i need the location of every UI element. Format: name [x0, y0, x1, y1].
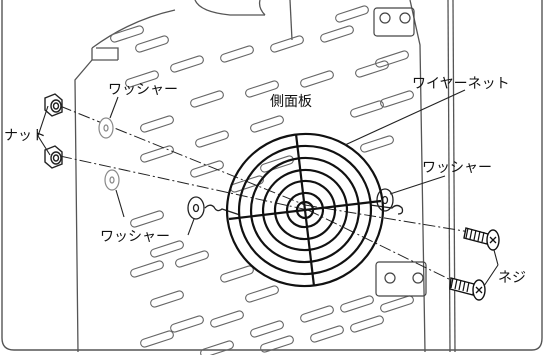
panel-slot [175, 250, 209, 268]
panel-slot [350, 315, 384, 333]
panel-slot [125, 70, 159, 88]
label-wire-net: ワイヤーネット [412, 76, 510, 92]
nut-lower [44, 145, 63, 169]
panel-slot [150, 290, 184, 308]
panel-slot [320, 25, 354, 43]
panel-slot [110, 25, 144, 43]
panel-slot [380, 295, 414, 313]
panel-slot [195, 130, 229, 148]
panel-slot [130, 260, 164, 278]
bracket-bottom [375, 261, 427, 297]
washer-panel-upper [98, 117, 114, 139]
panel-slot [140, 330, 174, 348]
panel-slot [245, 80, 279, 98]
panel-slot [140, 145, 174, 163]
panel-slot [260, 155, 294, 173]
panel-slot [135, 35, 169, 53]
label-screw: ネジ [498, 270, 526, 286]
panel-slot [190, 90, 224, 108]
screw-upper [463, 227, 500, 251]
label-side-panel: 側面板 [270, 94, 312, 110]
panel-slot [130, 210, 164, 228]
washer-left [187, 196, 205, 220]
panel-slot [190, 160, 224, 178]
panel-slot [335, 5, 369, 23]
panel-slot [360, 135, 394, 153]
bracket-top [373, 7, 415, 37]
panel-slot [300, 70, 334, 88]
panel-slot [150, 240, 184, 258]
label-washer-bottom: ワッシャー [100, 229, 170, 245]
side-panel [74, 0, 456, 353]
label-nut: ナット [4, 128, 46, 144]
panel-slot [355, 60, 389, 78]
panel-slot [250, 320, 284, 338]
label-washer-top: ワッシャー [108, 82, 178, 98]
wire-hooks [204, 204, 404, 216]
panel-slot [300, 305, 334, 323]
panel-slot [260, 335, 294, 353]
panel-slot [250, 115, 284, 133]
panel-slot [210, 310, 244, 328]
panel-slot [340, 295, 374, 313]
label-washer-right: ワッシャー [422, 160, 492, 176]
panel-slot [245, 285, 279, 303]
leader-lines [37, 89, 499, 287]
panel-slot [270, 35, 304, 53]
nut-upper [44, 93, 63, 117]
panel-slot [350, 100, 384, 118]
panel-slot [380, 90, 414, 108]
panel-slot [170, 315, 204, 333]
panel-slot [220, 45, 254, 63]
wire-net [225, 132, 385, 288]
panel-slot [200, 340, 234, 355]
washer-panel-lower [104, 169, 120, 191]
screw-lower [449, 277, 486, 301]
panel-slot [170, 55, 204, 73]
assembly-lines [59, 105, 471, 283]
panel-slot [220, 265, 254, 283]
panel-slot [310, 325, 344, 343]
panel-slot [375, 50, 409, 68]
panel-slot [140, 115, 174, 133]
